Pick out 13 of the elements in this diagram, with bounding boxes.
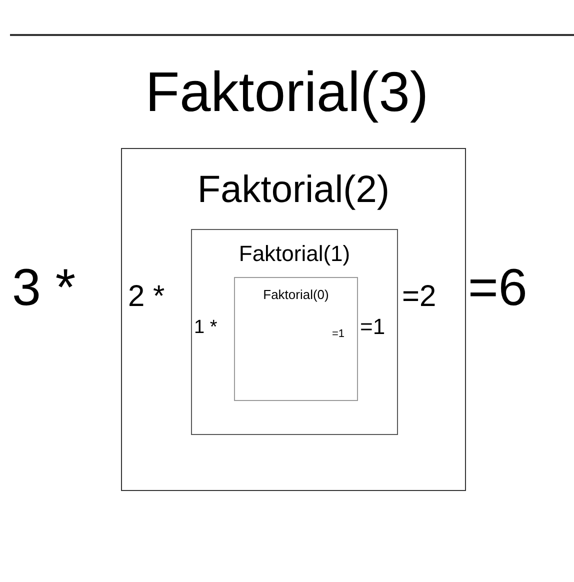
nested-box <box>191 229 398 435</box>
box-heading: Faktorial(2) <box>196 171 391 209</box>
expression-text: =2 <box>402 282 436 312</box>
expression-text: =1 <box>332 329 345 340</box>
box-heading: Faktorial(0) <box>262 288 330 301</box>
box-heading: Faktorial(1) <box>238 243 352 265</box>
expression-text: 2 * <box>128 282 165 312</box>
expression-text: =1 <box>360 316 386 338</box>
expression-text: =6 <box>468 262 528 314</box>
expression-text: 1 * <box>194 318 218 337</box>
nested-box <box>121 148 466 491</box>
expression-text: 3 * <box>12 262 76 314</box>
nested-box <box>234 277 358 401</box>
